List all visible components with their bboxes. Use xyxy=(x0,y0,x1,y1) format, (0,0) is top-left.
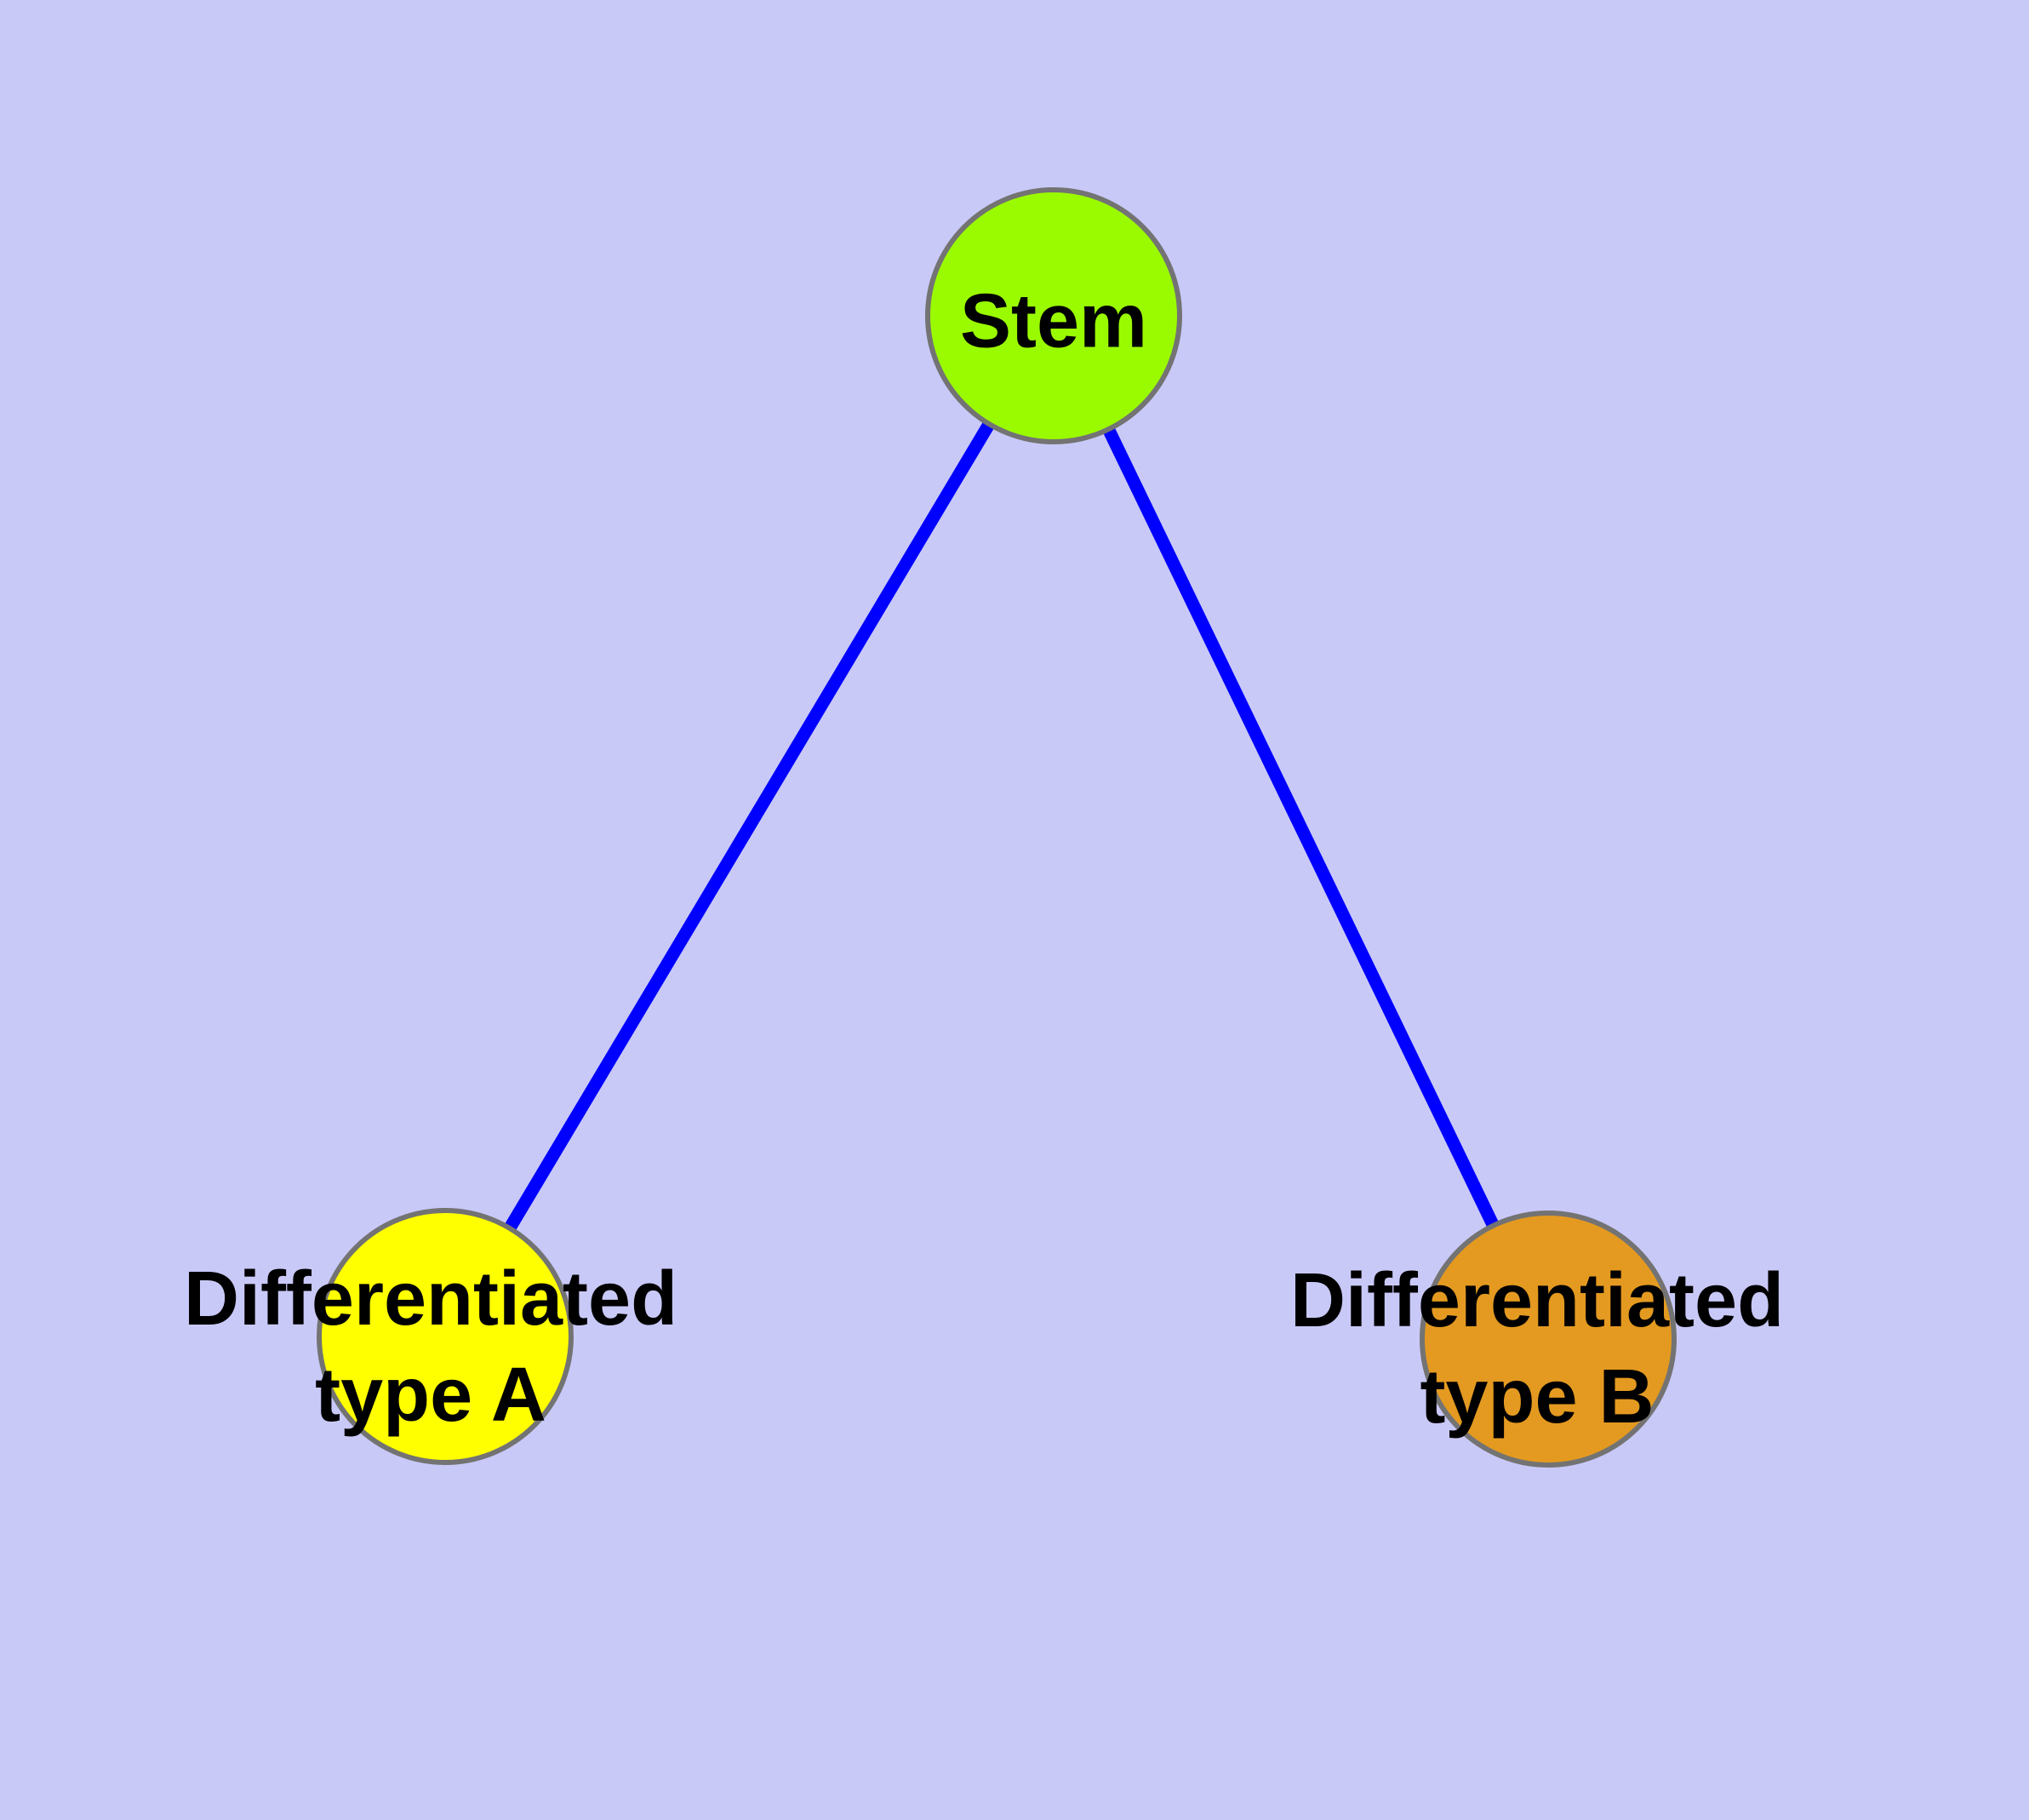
edge-stem-to-type-a xyxy=(439,312,1060,1340)
node-stem-label: Stem xyxy=(959,278,1148,364)
node-differentiated-type-b-label: Differentiated type B xyxy=(1289,1258,1785,1439)
node-differentiated-type-a-label: Differentiated type A xyxy=(183,1256,678,1438)
node-stem xyxy=(925,187,1182,444)
node-differentiated-type-b xyxy=(1420,1210,1677,1468)
edge-stem-to-type-b xyxy=(1048,312,1554,1342)
node-differentiated-type-a xyxy=(317,1208,574,1465)
